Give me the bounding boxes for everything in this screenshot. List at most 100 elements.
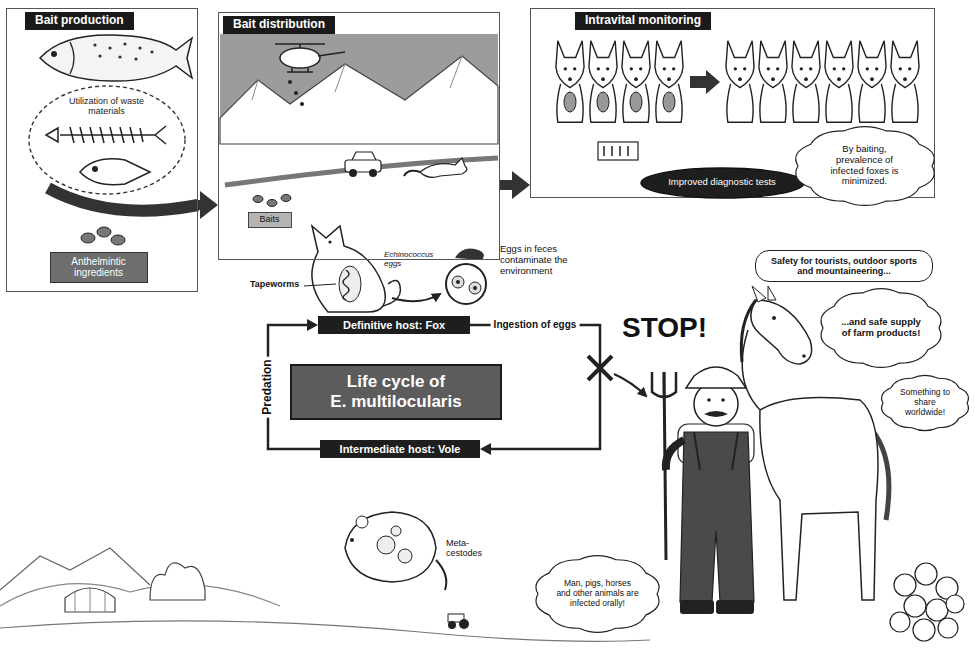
salmon: [108, 46, 111, 49]
baits-drawing: [281, 195, 291, 202]
connectors: [198, 185, 600, 449]
landscape: [0, 548, 650, 641]
flow-arrow: [500, 180, 512, 190]
farmer: [716, 600, 754, 614]
note-label: Echinococcus eggs: [384, 250, 442, 268]
panel-heading: Bait production: [25, 12, 134, 30]
landscape: [75, 588, 105, 612]
host-band: Intermediate host: Vole: [320, 440, 480, 458]
berries: [926, 599, 948, 621]
healthy-fox: [759, 41, 787, 123]
farmer: [694, 432, 738, 470]
farmer: [666, 440, 684, 470]
fox: [339, 266, 361, 302]
node-text: Baits: [259, 214, 279, 224]
egg-arrow: [392, 294, 440, 301]
infection-mark: [597, 92, 609, 112]
salmon: [123, 42, 126, 45]
panel-heading: Intravital monitoring: [575, 12, 711, 30]
salmon: [40, 35, 192, 81]
helicopter: [300, 102, 304, 106]
mountains: [220, 56, 498, 144]
egg-circle: [446, 264, 486, 304]
farmer: [652, 372, 676, 398]
ellipse-outline: [29, 86, 185, 194]
salmon: [98, 54, 101, 57]
panel-heading: Bait distribution: [223, 16, 335, 34]
vole: [356, 516, 368, 528]
node-text: Safety for tourists, outdoor sports and …: [766, 256, 922, 277]
helicopter: [280, 48, 320, 68]
berries: [946, 595, 964, 613]
stop-sign-text: STOP!: [622, 312, 707, 344]
bait-pellets: [97, 227, 111, 237]
horse: [742, 330, 878, 600]
infection-mark: [564, 92, 675, 112]
salmon: [51, 51, 57, 57]
cloud-outline: [821, 289, 941, 368]
node-text: Life cycle of E. multilocularis: [311, 372, 481, 411]
road: [225, 158, 498, 185]
node-text: Definitive host: Fox: [343, 319, 445, 332]
horse: [802, 354, 806, 358]
landscape: [0, 621, 650, 642]
egg-circle: [469, 282, 481, 294]
fox-row: [556, 41, 919, 123]
speech-cloud: By baiting, prevalence of infected foxes…: [795, 126, 935, 206]
car: [352, 152, 376, 160]
fish-skeleton: [46, 128, 58, 142]
running-fox: [420, 158, 467, 177]
node-text: ...and safe supply of farm products!: [841, 317, 921, 339]
cloud-outline: [536, 556, 659, 633]
note-label: Meta- cestodes: [446, 538, 492, 559]
fox: [312, 226, 385, 312]
car: [349, 169, 357, 177]
fish-head: [92, 166, 98, 172]
egg-arrow: [392, 294, 440, 301]
title-box: Life cycle of E. multilocularis: [290, 364, 502, 420]
farmer: [707, 398, 711, 402]
tapeworm-leader: [304, 284, 336, 286]
node-text: Improved diagnostic tests: [668, 177, 776, 188]
egg-circle: [473, 286, 477, 290]
tractor: [459, 619, 469, 629]
tapeworm-leader: [304, 284, 336, 286]
landscape: [150, 563, 205, 600]
baits-drawing: [267, 200, 277, 207]
salmon: [138, 46, 141, 49]
note-label: Tapeworms: [250, 279, 299, 289]
dashed-oval: Utilization of waste materials: [28, 85, 186, 195]
feces: [455, 248, 484, 260]
vole: [350, 538, 354, 542]
panel: Bait distributionBaits: [218, 12, 500, 260]
feces: [455, 248, 484, 260]
healthy-fox: [825, 41, 853, 123]
helicopter: [288, 80, 292, 84]
car: [369, 169, 377, 177]
infection-mark: [630, 92, 642, 112]
monitoring-arrow: [690, 70, 720, 94]
bait-pellets: [111, 235, 125, 245]
fish-head: [80, 159, 150, 185]
production-arrow: [48, 188, 198, 211]
panel: Bait productionUtilization of waste mate…: [6, 8, 198, 292]
sky: [220, 34, 498, 144]
farmer: [704, 411, 728, 417]
farmer: [680, 432, 754, 602]
node-text: Anthelmintic ingredients: [57, 256, 141, 279]
ellipse-outline: [641, 168, 804, 198]
healthy-fox: [858, 41, 886, 123]
vole: [398, 549, 412, 563]
helicopter: [294, 91, 298, 95]
test-kit: [604, 146, 628, 156]
egg-circle: [456, 280, 460, 284]
farmer: [721, 398, 725, 402]
host-band: Definitive host: Fox: [318, 316, 470, 334]
infected-fox: [556, 41, 584, 123]
berries: [938, 618, 958, 638]
edge-label: Ingestion of eggs: [491, 319, 580, 331]
sky: [220, 34, 498, 144]
berries: [890, 563, 964, 641]
